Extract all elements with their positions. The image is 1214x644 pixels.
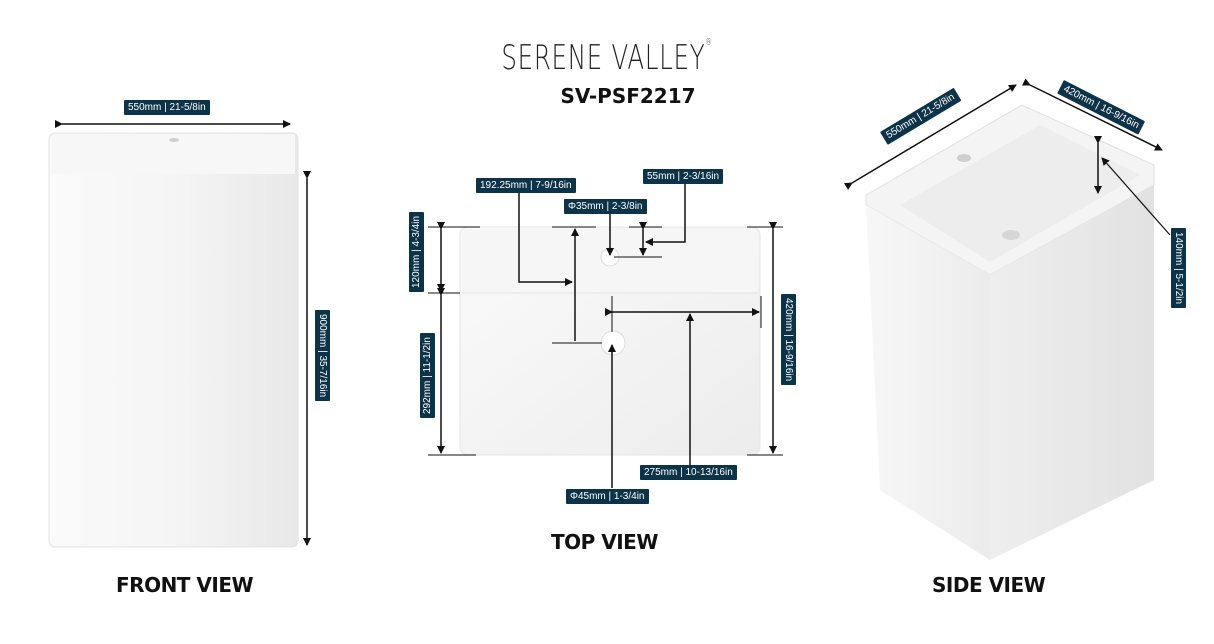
faucet-offset-x-label: 192.25mm | 7-9/16in — [476, 178, 576, 193]
front-view-label: FRONT VIEW — [116, 573, 254, 597]
side-view-label: SIDE VIEW — [932, 573, 1046, 597]
front-view-drawing — [48, 120, 311, 548]
faucet-hole-diameter-label: Φ35mm | 2-3/8in — [564, 199, 647, 214]
top-view-drawing — [428, 184, 783, 488]
model-number: SV-PSF2217 — [560, 84, 696, 108]
front-width-label: 550mm | 21-5/8in — [124, 100, 210, 115]
front-height-label: 900mm | 35-7/16in — [315, 310, 330, 402]
side-view-drawing — [843, 78, 1171, 560]
brand-name: SERENE VALLEY — [501, 38, 706, 78]
bowl-height-label: 140mm | 5-1/2in — [1171, 228, 1186, 309]
drain-diameter-label: Φ45mm | 1-3/4in — [566, 489, 649, 504]
drain-to-edge-label: 275mm | 10-13/16in — [640, 465, 737, 480]
registered-mark: ® — [705, 38, 713, 48]
total-depth-label: 420mm | 16-9/16in — [781, 294, 796, 386]
deck-depth-label: 120mm | 4-3/4in — [409, 211, 424, 292]
brand-logo: SERENE VALLEY® — [170, 38, 1044, 78]
top-view-label: TOP VIEW — [551, 530, 658, 554]
bowl-depth-label: 292mm | 11-1/2in — [420, 333, 435, 418]
faucet-offset-y-label: 55mm | 2-3/16in — [643, 169, 724, 184]
